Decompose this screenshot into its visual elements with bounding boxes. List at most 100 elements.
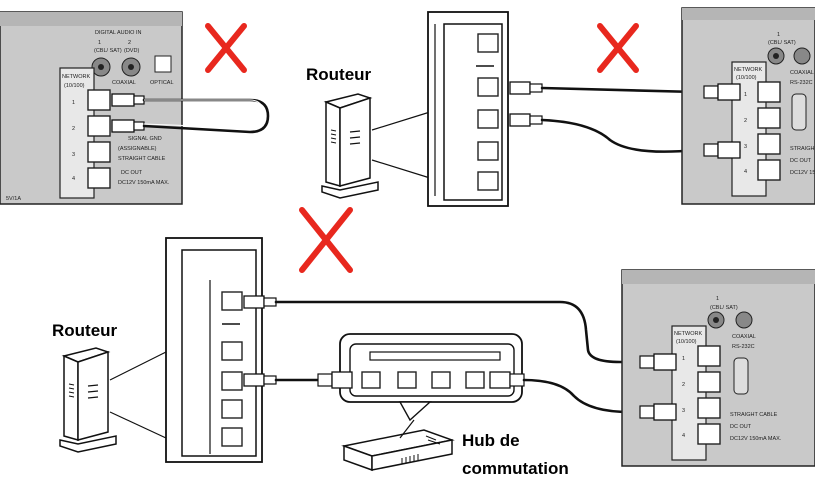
ethernet-port-icon [87, 141, 111, 163]
jack-number-label: 1 [98, 40, 101, 46]
ethernet-plug-icon [639, 403, 677, 421]
ethernet-port-icon [697, 423, 721, 445]
port-number-3: 3 [72, 152, 75, 158]
receiver-panel-right-top: 1 (CBL/ SAT) COAXIAL NETWORK (10/100) 1 … [681, 7, 815, 205]
coaxial-label: COAXIAL [732, 334, 756, 340]
hub-to-receiver-cable [522, 378, 644, 414]
serial-port-icon [791, 93, 807, 131]
cbl-sat-label: (CBL/ SAT) [710, 305, 738, 311]
ethernet-port-icon [477, 33, 499, 53]
port-number-2: 2 [744, 118, 747, 124]
dc-rating-label: DC12V 150mA MAX. [730, 436, 782, 442]
straight-cable-label: STRAIGHT CABLE [730, 412, 778, 418]
optical-jack-icon [154, 55, 172, 73]
ethernet-port-icon [221, 341, 243, 361]
port-number-1: 1 [744, 92, 747, 98]
assignable-label: (ASSIGNABLE) [118, 146, 157, 152]
ethernet-port-icon [477, 77, 499, 97]
ethernet-port-icon [697, 371, 721, 393]
jack-number-label: 1 [716, 296, 719, 302]
ethernet-port-icon [361, 371, 381, 389]
network-speed-label: (10/100) [736, 75, 757, 81]
ethernet-plug-icon [639, 353, 677, 371]
ethernet-port-icon [221, 427, 243, 447]
ethernet-port-icon [221, 371, 243, 391]
x-mark-icon [299, 207, 353, 273]
ethernet-port-icon [477, 141, 499, 161]
port-number-2: 2 [72, 126, 75, 132]
switching-hub-label-line1: Hub de [462, 431, 520, 450]
network-speed-label: (10/100) [64, 83, 85, 89]
digital-audio-label: DIGITAL AUDIO IN [95, 30, 141, 36]
router-label: Routeur [52, 321, 118, 340]
straight-cable-label: STRAIGHT CABLE [118, 156, 166, 162]
network-label: NETWORK [62, 74, 90, 80]
x-mark-icon [597, 23, 639, 73]
serial-port-icon [733, 357, 749, 395]
cbl-sat-label: (CBL/ SAT) [94, 48, 122, 54]
ethernet-plug-icon [317, 371, 353, 389]
router-port-closeup [427, 11, 509, 207]
x-mark-icon [205, 23, 247, 73]
dc-out-label: DC OUT [730, 424, 752, 430]
ethernet-plug-icon [509, 113, 543, 127]
rs232c-label: RS-232C [732, 344, 755, 350]
ethernet-plug-icon [489, 371, 525, 389]
dc-out-label: DC OUT [790, 158, 812, 164]
receiver-panel-right-bottom: 1 (CBL/ SAT) COAXIAL NETWORK (10/100) 1 … [621, 269, 815, 467]
ethernet-port-icon [465, 371, 485, 389]
ethernet-port-icon [757, 133, 781, 155]
router-to-receiver-cable [540, 118, 698, 153]
ethernet-port-icon [697, 397, 721, 419]
jack-number-label: 1 [777, 32, 780, 38]
port-number-4: 4 [682, 433, 685, 439]
optical-label: OPTICAL [150, 80, 174, 86]
router-port-closeup [165, 237, 263, 463]
port-number-1: 1 [682, 356, 685, 362]
receiver-panel-loop: DIGITAL AUDIO IN 1 2 (CBL/ SAT) (DVD) CO… [0, 11, 270, 205]
ethernet-port-icon [697, 345, 721, 367]
router-icon [59, 347, 167, 453]
network-speed-label: (10/100) [676, 339, 697, 345]
network-label: NETWORK [734, 67, 762, 73]
switching-hub-icon [341, 419, 455, 472]
ethernet-port-icon [221, 291, 243, 311]
ethernet-plug-icon [111, 119, 145, 133]
ethernet-plug-icon [703, 141, 741, 159]
ethernet-port-icon [477, 171, 499, 191]
ethernet-plug-icon [243, 373, 277, 387]
ethernet-port-icon [87, 89, 111, 111]
port-number-4: 4 [72, 176, 75, 182]
ethernet-port-icon [477, 109, 499, 129]
coaxial-jack-icon [735, 311, 753, 329]
router-icon [321, 93, 431, 199]
signal-gnd-label: SIGNAL GND [128, 136, 162, 142]
ethernet-port-icon [397, 371, 417, 389]
coaxial-jack-icon [793, 47, 811, 65]
ethernet-port-icon [431, 371, 451, 389]
dc-out-label: DC OUT [121, 170, 143, 176]
switching-hub-label-line2: commutation [462, 459, 569, 478]
coaxial-label: COAXIAL [112, 80, 136, 86]
ethernet-plug-icon [703, 83, 741, 101]
ethernet-plug-icon [509, 81, 543, 95]
router-label: Routeur [306, 65, 372, 84]
cbl-sat-label: (CBL/ SAT) [768, 40, 796, 46]
port-number-3: 3 [744, 144, 747, 150]
ethernet-port-icon [757, 159, 781, 181]
router-to-receiver-cable [274, 300, 642, 364]
port-number-3: 3 [682, 408, 685, 414]
coaxial-label: COAXIAL [790, 70, 814, 76]
dc-rating-label: DC12V 150mA MAX. [118, 180, 170, 186]
ethernet-plug-icon [111, 93, 145, 107]
rs232c-label: RS-232C [790, 80, 813, 86]
ethernet-port-icon [221, 399, 243, 419]
ethernet-port-icon [87, 167, 111, 189]
port-number-2: 2 [682, 382, 685, 388]
port-number-4: 4 [744, 169, 747, 175]
dvd-label: (DVD) [124, 48, 139, 54]
dc-rating-label: DC12V 150mA MAX. [790, 170, 815, 176]
router-to-receiver-cable [540, 86, 698, 94]
